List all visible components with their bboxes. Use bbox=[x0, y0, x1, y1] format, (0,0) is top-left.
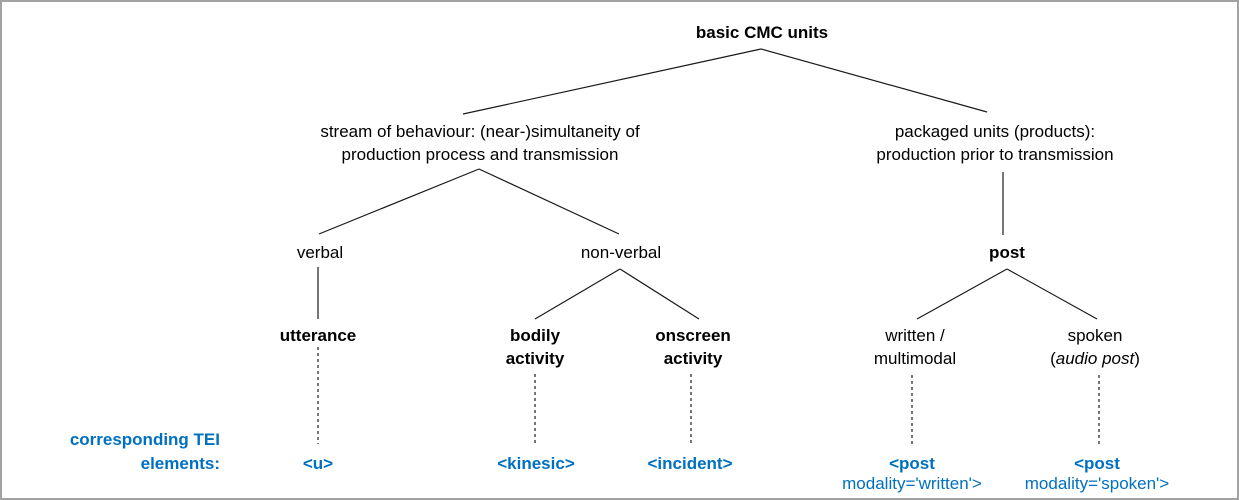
edge-nonverbal-to-onscreen bbox=[619, 268, 700, 320]
spoken-paren-open: ( bbox=[1050, 349, 1056, 368]
edge-post-to-spoken bbox=[1006, 268, 1098, 320]
tei-post-written-line2: modality='written'> bbox=[842, 474, 982, 493]
edge-post-to-written bbox=[916, 268, 1008, 320]
node-spoken-line1: spoken bbox=[1067, 326, 1123, 345]
node-written-multimodal: written / multimodal bbox=[874, 324, 956, 370]
node-onscreen-line1: onscreen bbox=[655, 326, 731, 345]
tei-post-written-line1: <post bbox=[889, 454, 935, 473]
node-spoken-audio-post: spoken (audio post) bbox=[1050, 324, 1140, 370]
node-packaged-units: packaged units (products): production pr… bbox=[876, 120, 1113, 166]
tei-element-incident: <incident> bbox=[647, 454, 733, 473]
edge-nonverbal-to-bodily bbox=[534, 268, 621, 320]
node-packaged-line2: production prior to transmission bbox=[876, 145, 1114, 164]
tei-element-post-written: <post modality='written'> bbox=[842, 454, 982, 494]
node-stream-of-behaviour: stream of behaviour: (near-)simultaneity… bbox=[320, 120, 639, 166]
node-utterance: utterance bbox=[279, 326, 357, 345]
node-bodily-activity: bodily activity bbox=[506, 324, 565, 370]
edge-root-to-packaged bbox=[760, 48, 988, 113]
node-basic-cmc-units: basic CMC units bbox=[695, 23, 829, 42]
node-bodily-line1: bodily bbox=[509, 326, 561, 345]
edge-root-to-stream bbox=[462, 48, 762, 115]
node-post: post bbox=[989, 243, 1025, 262]
node-verbal: verbal bbox=[296, 243, 344, 262]
tei-caption: corresponding TEI elements: bbox=[2, 428, 220, 476]
node-non-verbal: non-verbal bbox=[580, 243, 662, 262]
node-spoken-line2: (audio post) bbox=[1050, 347, 1140, 370]
node-written-line1: written / bbox=[885, 326, 945, 345]
tei-caption-line2: elements: bbox=[140, 454, 220, 473]
node-onscreen-line2: activity bbox=[663, 349, 723, 368]
tei-element-post-spoken: <post modality='spoken'> bbox=[1025, 454, 1169, 494]
node-onscreen-activity: onscreen activity bbox=[655, 324, 731, 370]
node-bodily-line2: activity bbox=[505, 349, 565, 368]
spoken-paren-close: ) bbox=[1134, 349, 1140, 368]
node-stream-line2: production process and transmission bbox=[341, 145, 619, 164]
node-packaged-line1: packaged units (products): bbox=[894, 122, 1096, 141]
edge-stream-to-verbal bbox=[318, 168, 480, 235]
tei-post-spoken-line2: modality='spoken'> bbox=[1024, 474, 1170, 493]
tei-element-kinesic: <kinesic> bbox=[497, 454, 575, 473]
tei-post-spoken-line1: <post bbox=[1074, 454, 1120, 473]
spoken-audio-post-italic: audio post bbox=[1055, 349, 1135, 368]
tei-element-u: <u> bbox=[302, 454, 334, 473]
edge-stream-to-nonverbal bbox=[478, 168, 620, 235]
node-written-line2: multimodal bbox=[873, 349, 957, 368]
tei-caption-line1: corresponding TEI bbox=[69, 430, 220, 449]
node-stream-line1: stream of behaviour: (near-)simultaneity… bbox=[320, 122, 640, 141]
